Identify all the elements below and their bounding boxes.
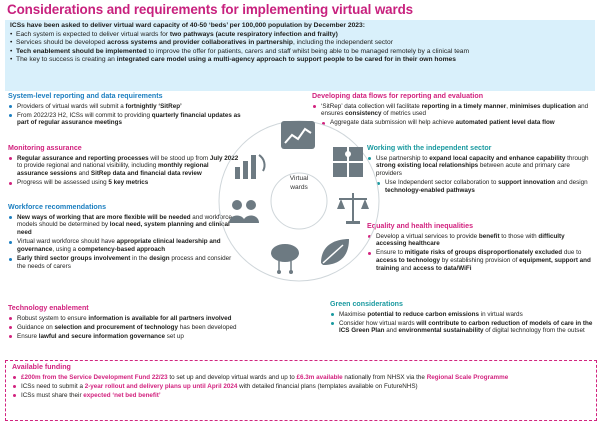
intro-lead: ICSs have been asked to deliver virtual … <box>10 22 365 29</box>
list-item: ICSs need to submit a 2-year rollout and… <box>12 383 590 391</box>
list-item: Tech enablement should be implemented to… <box>10 48 590 57</box>
list-item: £200m from the Service Development Fund … <box>12 374 590 382</box>
list-item: Aggregate data submission will help achi… <box>312 119 596 127</box>
list-item: Services should be developed across syst… <box>10 39 590 48</box>
section-heading: System-level reporting and data requirem… <box>8 92 163 100</box>
list-item: Ensure lawful and secure information gov… <box>8 333 328 341</box>
section-heading: Monitoring assurance <box>8 144 82 152</box>
people-icon <box>229 200 259 223</box>
leaf-icon <box>321 239 349 265</box>
list-item: ICSs must share their expected ‘net bed … <box>12 392 590 400</box>
balance-scales-icon <box>337 193 369 224</box>
funding-panel: Available funding £200m from the Service… <box>5 360 597 421</box>
list-item: Maximise potential to reduce carbon emis… <box>330 311 596 319</box>
section-heading: Technology enablement <box>8 304 89 312</box>
intro-panel: ICSs have been asked to deliver virtual … <box>5 20 595 91</box>
list-item: Use Independent sector collaboration to … <box>367 179 596 194</box>
list-item: Robust system to ensure information is a… <box>8 315 328 323</box>
green-section: Green considerations Maximise potential … <box>330 300 596 337</box>
list-item: Use partnership to expand local capacity… <box>367 155 596 178</box>
line-chart-icon <box>281 121 315 149</box>
monitoring-section: Monitoring assurance Regular assurance a… <box>8 144 240 188</box>
data-flows-section: Developing data flows for reporting and … <box>312 92 596 129</box>
list-item: Virtual ward workforce should have appro… <box>8 238 232 253</box>
list-item: Consider how virtual wards will contribu… <box>330 320 596 335</box>
section-heading: Working with the independent sector <box>367 144 492 152</box>
section-heading: Available funding <box>12 363 71 371</box>
equality-section: Equality and health inequalities Develop… <box>367 222 596 274</box>
section-heading: Developing data flows for reporting and … <box>312 92 484 100</box>
intro-list: Each system is expected to deliver virtu… <box>10 31 590 65</box>
list-item: Guidance on selection and procurement of… <box>8 324 328 332</box>
list-item: New ways of working that are more flexib… <box>8 214 232 237</box>
technology-section: Technology enablement Robust system to e… <box>8 304 328 342</box>
section-heading: Green considerations <box>330 300 403 308</box>
list-item: Each system is expected to deliver virtu… <box>10 31 590 40</box>
list-item: Develop a virtual services to provide be… <box>367 233 596 248</box>
system-level-section: System-level reporting and data requirem… <box>8 92 244 129</box>
list-item: The key to success is creating an integr… <box>10 56 590 65</box>
hub-inner-ring <box>270 172 328 230</box>
list-item: Providers of virtual wards will submit a… <box>8 103 244 111</box>
virtual-wards-hub <box>218 120 380 282</box>
page-title: Considerations and requirements for impl… <box>7 2 414 17</box>
list-item: Regular assurance and reporting processe… <box>8 155 240 178</box>
section-heading: Equality and health inequalities <box>367 222 474 230</box>
list-item: Early third sector groups involvement in… <box>8 255 232 270</box>
workforce-section: Workforce recommendations New ways of wo… <box>8 203 232 272</box>
list-item: Ensure to mitigate risks of groups dispr… <box>367 249 596 272</box>
independent-sector-section: Working with the independent sector Use … <box>367 144 596 196</box>
list-item: From 2022/23 H2, ICSs will commit to pro… <box>8 112 244 127</box>
section-heading: Workforce recommendations <box>8 203 107 211</box>
list-item: ‘SitRep’ data collection will facilitate… <box>312 103 596 118</box>
chart-cycle-icon <box>235 154 266 179</box>
cloud-network-icon <box>271 244 299 274</box>
puzzle-icon <box>333 147 363 177</box>
list-item: Progress will be assessed using 5 key me… <box>8 179 240 187</box>
